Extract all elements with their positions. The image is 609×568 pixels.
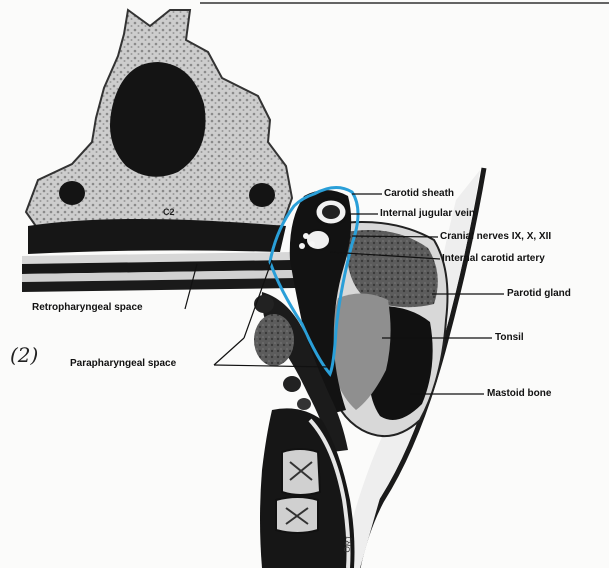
cranial-nerve-x: [309, 241, 315, 247]
spinal-canal: [110, 62, 206, 177]
leader-parapharyngeal-1: [214, 338, 244, 365]
medial-nodule-3: [297, 398, 311, 410]
medial-nodule-1: [254, 295, 274, 313]
left-foramen: [59, 181, 85, 205]
handwritten-annotation: (2): [10, 343, 38, 367]
label-parotid-gland: Parotid gland: [507, 288, 571, 300]
medial-pterygoid: [254, 314, 294, 366]
medial-nodule-2: [283, 376, 301, 392]
cranial-nerve-xii: [299, 243, 305, 249]
internal-carotid-artery: [306, 230, 330, 250]
vertebra-label: C2: [163, 207, 175, 217]
label-carotid-sheath: Carotid sheath: [384, 188, 454, 200]
right-foramen: [249, 183, 275, 207]
jugular-lumen: [322, 205, 340, 219]
prevertebral-muscle: [28, 219, 286, 254]
label-retropharyngeal-space: Retropharyngeal space: [32, 302, 143, 314]
label-parapharyngeal-space: Parapharyngeal space: [70, 358, 176, 370]
label-mastoid-bone: Mastoid bone: [487, 388, 551, 400]
label-tonsil: Tonsil: [495, 332, 524, 344]
label-internal-jugular-vein: Internal jugular vein: [380, 208, 475, 220]
label-cranial-nerves: Cranial nerves IX, X, XII: [440, 231, 551, 243]
label-internal-carotid-artery: Internal carotid artery: [442, 253, 545, 265]
cranial-nerve-ix: [303, 233, 309, 239]
